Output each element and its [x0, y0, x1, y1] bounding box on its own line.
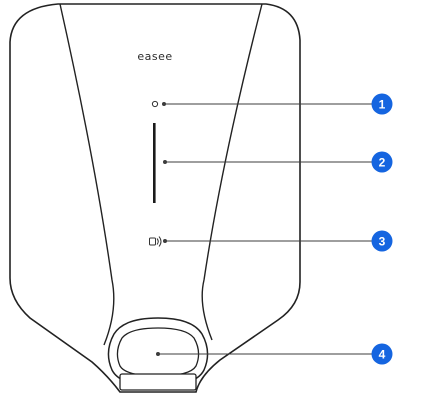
- callout-1-dot: [162, 102, 166, 106]
- cable-socket-base: [119, 373, 197, 391]
- callout-3-badge: [371, 230, 393, 252]
- callout-4-dot: [156, 352, 160, 356]
- callout-2-badge: [371, 151, 393, 173]
- front-panel-right-edge: [201, 3, 263, 341]
- light-strip-bar: [153, 123, 156, 203]
- callout-1-label: 1: [379, 98, 386, 112]
- brand-logo: easee: [137, 50, 172, 63]
- front-panel-left-edge: [59, 3, 115, 346]
- callout-3-dot: [163, 239, 167, 243]
- cable-socket-inner: [116, 327, 200, 377]
- callout-4-label: 4: [379, 348, 386, 362]
- callout-2-dot: [163, 160, 167, 164]
- callout-3-label: 3: [379, 235, 386, 249]
- rfid-icon: [149, 236, 162, 247]
- callout-1-badge: [371, 93, 393, 115]
- status-indicator-light: [151, 100, 159, 108]
- callout-2-label: 2: [379, 156, 386, 170]
- callout-4-badge: [371, 343, 393, 365]
